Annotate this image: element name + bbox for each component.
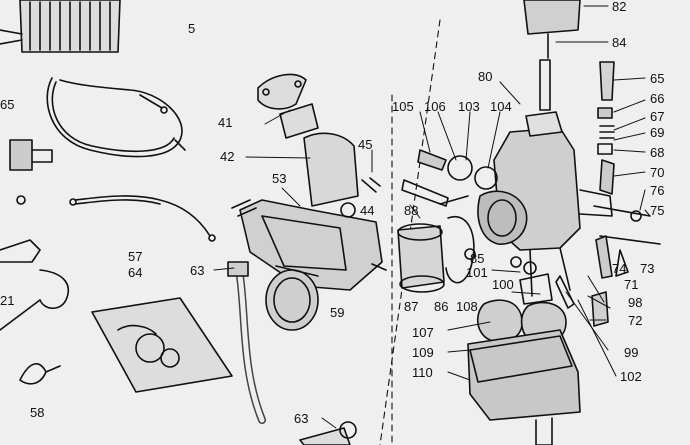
callout-45: 45	[358, 137, 373, 152]
callout-65-left: 65	[0, 97, 15, 112]
leader-lines	[213, 5, 651, 429]
callout-88: 88	[404, 203, 419, 218]
callout-67: 67	[650, 109, 665, 124]
slide-cap-82	[523, 0, 581, 59]
callout-64: 64	[128, 265, 143, 280]
callout-71: 71	[624, 277, 639, 292]
callout-109: 109	[412, 345, 434, 360]
callout-68: 68	[650, 145, 665, 160]
spring-58	[19, 363, 61, 385]
callout-86: 86	[434, 299, 449, 314]
callout-21: 21	[0, 293, 15, 308]
callout-100: 100	[492, 277, 514, 292]
carburetor-main-body	[477, 59, 613, 297]
callout-106: 106	[424, 99, 446, 114]
callout-69: 69	[650, 125, 665, 140]
callout-65-top: 65	[650, 71, 665, 86]
rubber-boot-87	[397, 223, 445, 293]
adjuster-stack	[593, 61, 661, 245]
callout-80: 80	[478, 69, 493, 84]
choke-cable	[69, 195, 216, 242]
callout-82: 82	[612, 0, 627, 14]
callout-98: 98	[628, 295, 643, 310]
callout-104: 104	[490, 99, 512, 114]
air-boot-59	[265, 265, 319, 331]
carburetor-body-53	[231, 132, 387, 291]
float-bowl	[467, 329, 581, 445]
gasket-set	[91, 297, 233, 393]
callout-85: 85	[470, 251, 485, 266]
callout-44: 44	[360, 203, 375, 218]
clamp-86	[439, 195, 475, 284]
callout-102: 102	[620, 369, 642, 384]
callout-107: 107	[412, 325, 434, 340]
callout-57: 57	[128, 249, 143, 264]
callout-5: 5	[188, 21, 196, 36]
valve	[0, 239, 69, 331]
throttle-cable	[46, 77, 186, 158]
callout-103: 103	[458, 99, 480, 114]
jets	[591, 235, 629, 327]
hose-fitting	[299, 421, 357, 445]
callout-110: 110	[412, 365, 433, 380]
callout-101: 101	[466, 265, 488, 280]
callout-74: 74	[612, 261, 627, 276]
callout-105: 105	[392, 99, 414, 114]
fuel-tap	[9, 139, 53, 205]
callout-63-mid: 63	[190, 263, 205, 278]
callout-108: 108	[456, 299, 478, 314]
callout-41: 41	[218, 115, 233, 130]
callout-59: 59	[330, 305, 345, 320]
callout-66: 66	[650, 91, 665, 106]
callout-84: 84	[612, 35, 627, 50]
callout-42: 42	[220, 149, 235, 164]
cylinder-fins	[0, 0, 121, 53]
callout-99: 99	[624, 345, 639, 360]
gasket-41	[257, 73, 319, 139]
callout-76: 76	[650, 183, 665, 198]
callout-73: 73	[640, 261, 655, 276]
callout-63-bottom: 63	[294, 411, 309, 426]
fuel-hose	[227, 261, 266, 424]
callout-72: 72	[628, 313, 643, 328]
callout-70: 70	[650, 165, 665, 180]
callout-87: 87	[404, 299, 419, 314]
callout-53: 53	[272, 171, 287, 186]
callout-58: 58	[30, 405, 45, 420]
callout-75: 75	[650, 203, 665, 218]
small-parts	[361, 149, 522, 268]
